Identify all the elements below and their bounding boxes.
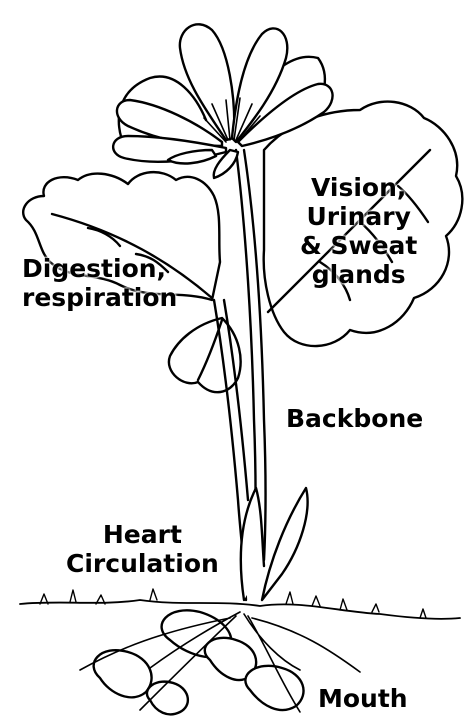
- label-line: & Sweat: [300, 231, 417, 260]
- label-line: Mouth: [318, 684, 408, 713]
- base-leaf: [241, 488, 264, 600]
- label-line: Backbone: [286, 404, 423, 433]
- label-backbone: Backbone: [286, 404, 423, 433]
- label-line: Urinary: [300, 202, 417, 231]
- label-line: Circulation: [66, 549, 219, 578]
- label-line: glands: [300, 260, 417, 289]
- label-digestion-respiration: Digestion, respiration: [22, 254, 177, 312]
- label-line: Heart: [66, 520, 219, 549]
- label-line: Vision,: [300, 173, 417, 202]
- label-line: Digestion,: [22, 254, 177, 283]
- label-vision-urinary-sweat-glands: Vision, Urinary & Sweat glands: [300, 173, 417, 289]
- label-heart-circulation: Heart Circulation: [66, 520, 219, 578]
- label-line: respiration: [22, 283, 177, 312]
- ground-line: [20, 600, 460, 619]
- label-mouth: Mouth: [318, 684, 408, 713]
- lower-left-leaf: [169, 318, 241, 392]
